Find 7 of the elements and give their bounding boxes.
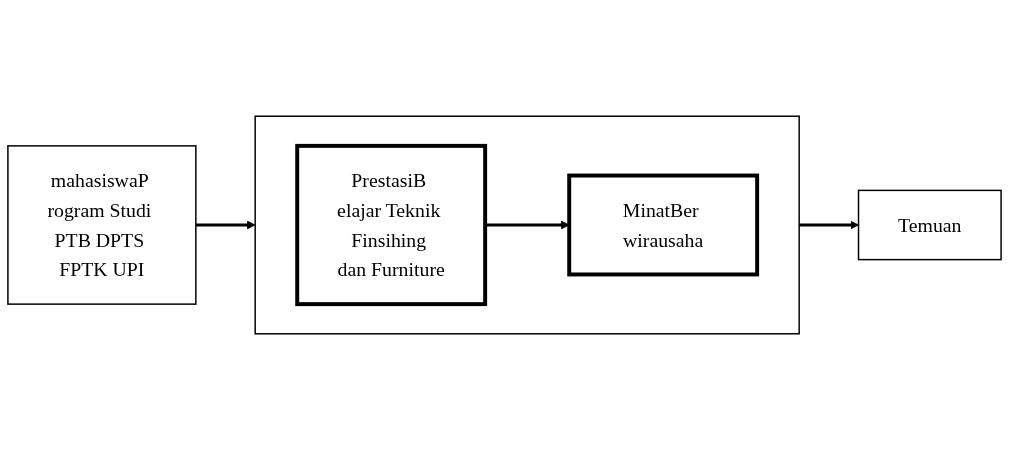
cluster: [254, 115, 800, 335]
arrow: [195, 220, 256, 230]
arrow: [799, 220, 859, 230]
node-box: PrestasiB elajar Teknik Finsihing dan Furniture: [295, 143, 488, 307]
node-box: mahasiswaP rogram Studi PTB DPTS FPTK UPI: [7, 145, 197, 305]
node-box: MinatBer wirausaha: [567, 173, 760, 277]
node-box: Temuan: [857, 189, 1002, 261]
